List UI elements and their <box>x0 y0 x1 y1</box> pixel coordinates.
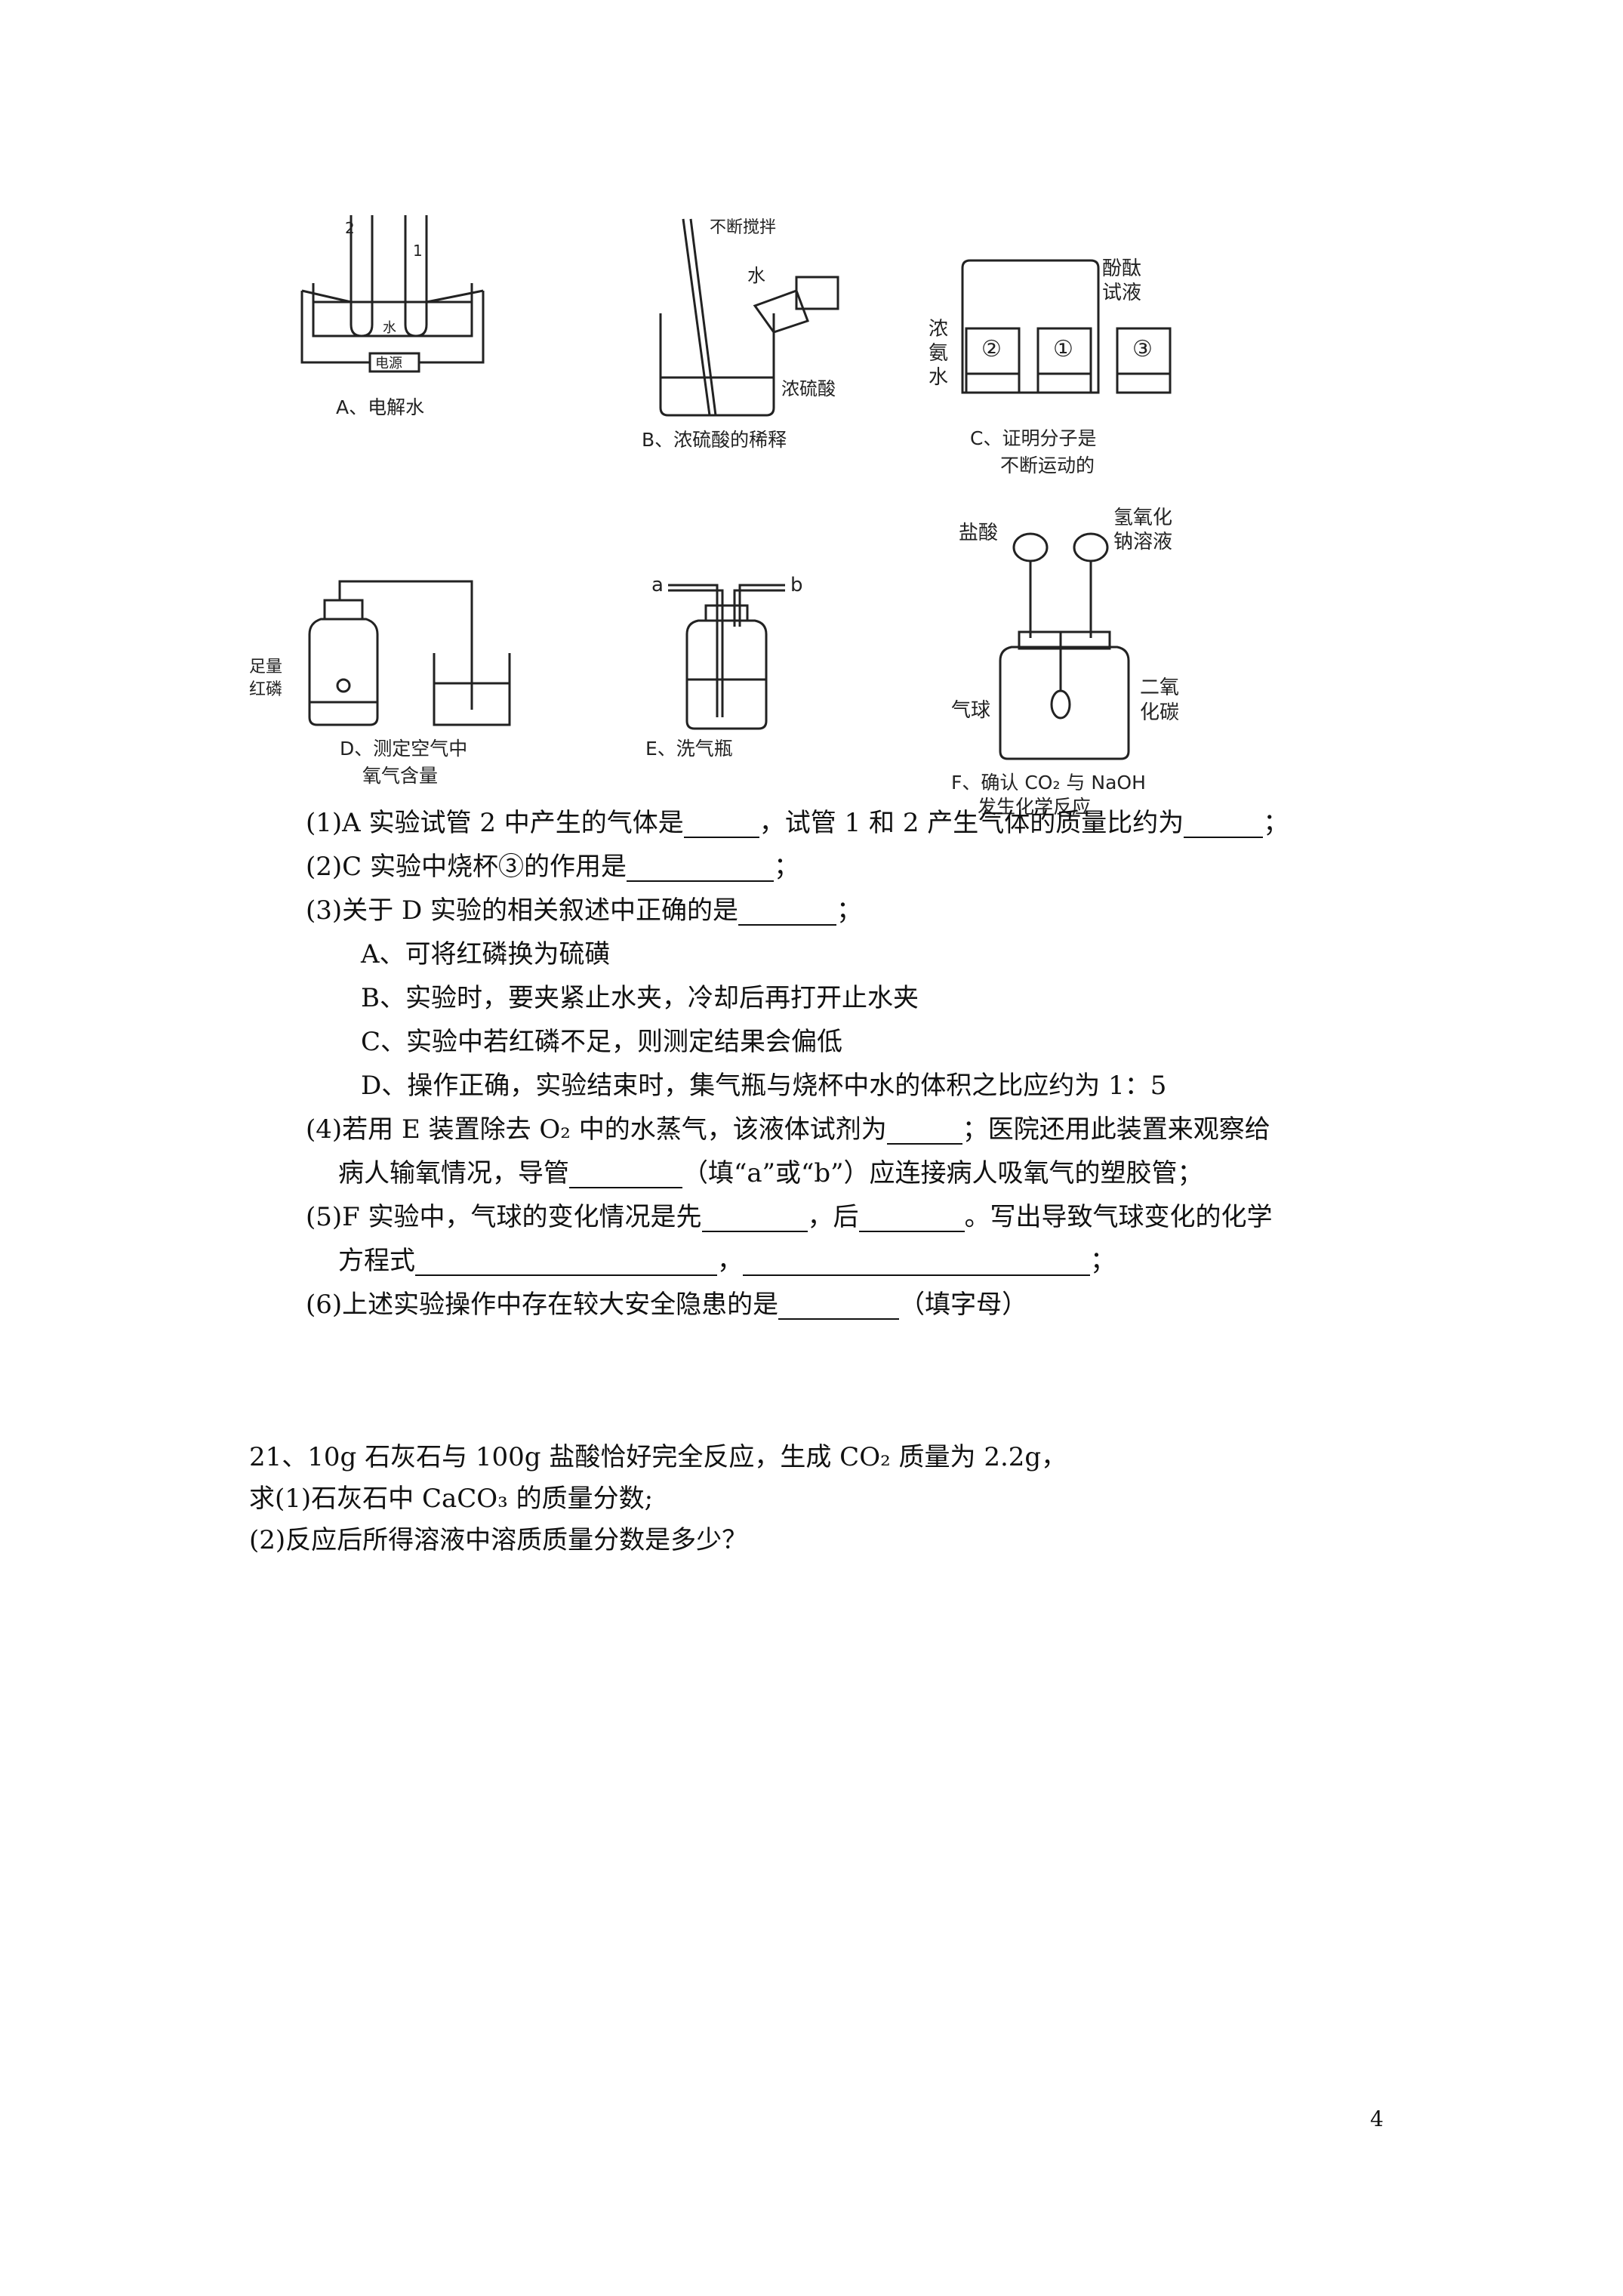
tube-2-label: 2 <box>345 219 355 237</box>
washing-bottle-drawing <box>668 584 785 730</box>
phosphorus-label-2: 红磷 <box>249 680 283 699</box>
answer-blank[interactable] <box>738 900 837 926</box>
q20-part2: (2)C 实验中烧杯③的作用是； <box>306 852 799 882</box>
answer-blank[interactable] <box>886 1119 962 1145</box>
q20-part5-line1: (5)F 实验中，气球的变化情况是先，后。写出导致气球变化的化学 <box>306 1202 1273 1232</box>
balloon-label: 气球 <box>951 699 991 722</box>
power-source-label: 电源 <box>375 356 402 371</box>
page-number: 4 <box>1370 2106 1384 2131</box>
q20-option-d: D、操作正确，实验结束时，集气瓶与烧杯中水的体积之比应约为 1：5 <box>361 1071 1167 1101</box>
figure-a-electrolysis: 2 1 水 电源 A、电解水 <box>298 211 487 430</box>
answer-blank[interactable] <box>569 1163 682 1188</box>
tube-1-label: 1 <box>413 242 423 260</box>
dilution-apparatus-drawing <box>659 218 839 417</box>
beaker-1-label: ① <box>1053 336 1073 362</box>
figure-d-caption-1: D、测定空气中 <box>340 738 468 760</box>
q20-option-a: A、可将红磷换为硫磺 <box>361 939 611 969</box>
molecules-apparatus-drawing <box>961 259 1172 394</box>
answer-blank[interactable] <box>778 1294 900 1320</box>
co2-label-2: 化碳 <box>1140 701 1180 724</box>
beaker-3-label: ③ <box>1132 336 1153 362</box>
ammonia-label-2: 氨 <box>929 342 949 365</box>
answer-blank[interactable] <box>626 856 774 882</box>
q20-part3: (3)关于 D 实验的相关叙述中正确的是； <box>306 895 863 926</box>
figure-a-caption: A、电解水 <box>336 396 425 418</box>
figure-d-caption-2: 氧气含量 <box>362 765 439 787</box>
ammonia-label-3: 水 <box>929 366 949 389</box>
water-label: 水 <box>747 265 765 286</box>
answer-blank[interactable] <box>743 1250 1090 1276</box>
phenolphthalein-label-1: 酚酞 <box>1102 257 1142 280</box>
ammonia-label-1: 浓 <box>929 318 949 341</box>
q20-part4-line1: (4)若用 E 装置除去 O₂ 中的水蒸气，该液体试剂为；医院还用此装置来观察给 <box>306 1114 1270 1145</box>
tube-b-label: b <box>790 574 803 596</box>
answer-blank[interactable] <box>701 1207 808 1232</box>
figure-f-co2-naoh: 盐酸 氢氧化 钠溶液 气球 二氧 化碳 F、确认 CO₂ 与 NaOH 发生化学… <box>925 502 1227 818</box>
q20-option-c: C、实验中若红磷不足，则测定结果会偏低 <box>361 1027 843 1057</box>
q21-line2: 求(1)石灰石中 CaCO₃ 的质量分数; <box>249 1484 654 1514</box>
q20-part4-line2: 病人输氧情况，导管（填“a”或“b”）应连接病人吸氧气的塑胶管； <box>338 1158 1203 1188</box>
tube-a-label: a <box>651 574 664 596</box>
q20-option-b: B、实验时，要夹紧止水夹，冷却后再打开止水夹 <box>361 983 919 1013</box>
answer-blank[interactable] <box>415 1250 717 1276</box>
beaker-2-label: ② <box>981 336 1002 362</box>
figure-b-caption: B、浓硫酸的稀释 <box>642 429 787 451</box>
figure-b-acid-dilution: 不断搅拌 水 浓硫酸 B、浓硫酸的稀释 <box>642 208 891 457</box>
q21-line1: 21、10g 石灰石与 100g 盐酸恰好完全反应，生成 CO₂ 质量为 2.2… <box>249 1442 1067 1472</box>
co2-label-1: 二氧 <box>1140 676 1180 699</box>
q20-part5-line2: 方程式，； <box>338 1246 1116 1276</box>
answer-blank[interactable] <box>1184 812 1264 838</box>
figure-c-caption-2: 不断运动的 <box>1000 455 1095 476</box>
figure-e-caption: E、洗气瓶 <box>645 738 733 760</box>
naoh-label-2: 钠溶液 <box>1113 531 1173 553</box>
answer-blank[interactable] <box>683 812 759 838</box>
q20-part1: (1)A 实验试管 2 中产生的气体是，试管 1 和 2 产生气体的质量比约为； <box>306 808 1289 838</box>
hcl-label: 盐酸 <box>959 522 999 544</box>
stirring-label: 不断搅拌 <box>710 218 777 237</box>
water-label: 水 <box>383 320 396 336</box>
naoh-label-1: 氢氧化 <box>1113 507 1173 529</box>
co2-naoh-apparatus-drawing <box>999 532 1130 760</box>
figure-c-caption-1: C、证明分子是 <box>970 427 1097 449</box>
figure-f-caption-1: F、确认 CO₂ 与 NaOH <box>951 772 1146 794</box>
figure-c-molecules-moving: 酚酞 试液 浓 氨 水 ② ① ③ C、证明分子是 不断运动的 <box>929 253 1253 487</box>
oxygen-apparatus-drawing <box>308 580 511 726</box>
figure-f-caption-2: 发生化学反应 <box>978 796 1092 818</box>
q21-line3: (2)反应后所得溶液中溶质质量分数是多少？ <box>249 1525 748 1555</box>
phosphorus-label-1: 足量 <box>249 658 283 676</box>
figure-e-washing-bottle: a b E、洗气瓶 <box>645 574 819 770</box>
electrolysis-apparatus-drawing <box>300 215 485 373</box>
phenolphthalein-label-2: 试液 <box>1102 282 1142 304</box>
answer-blank[interactable] <box>858 1207 965 1232</box>
q20-part6: (6)上述实验操作中存在较大安全隐患的是（填字母） <box>306 1290 1028 1320</box>
figure-d-oxygen-content: 足量 红磷 D、测定空气中 氧气含量 <box>249 574 521 815</box>
acid-label: 浓硫酸 <box>781 378 836 399</box>
